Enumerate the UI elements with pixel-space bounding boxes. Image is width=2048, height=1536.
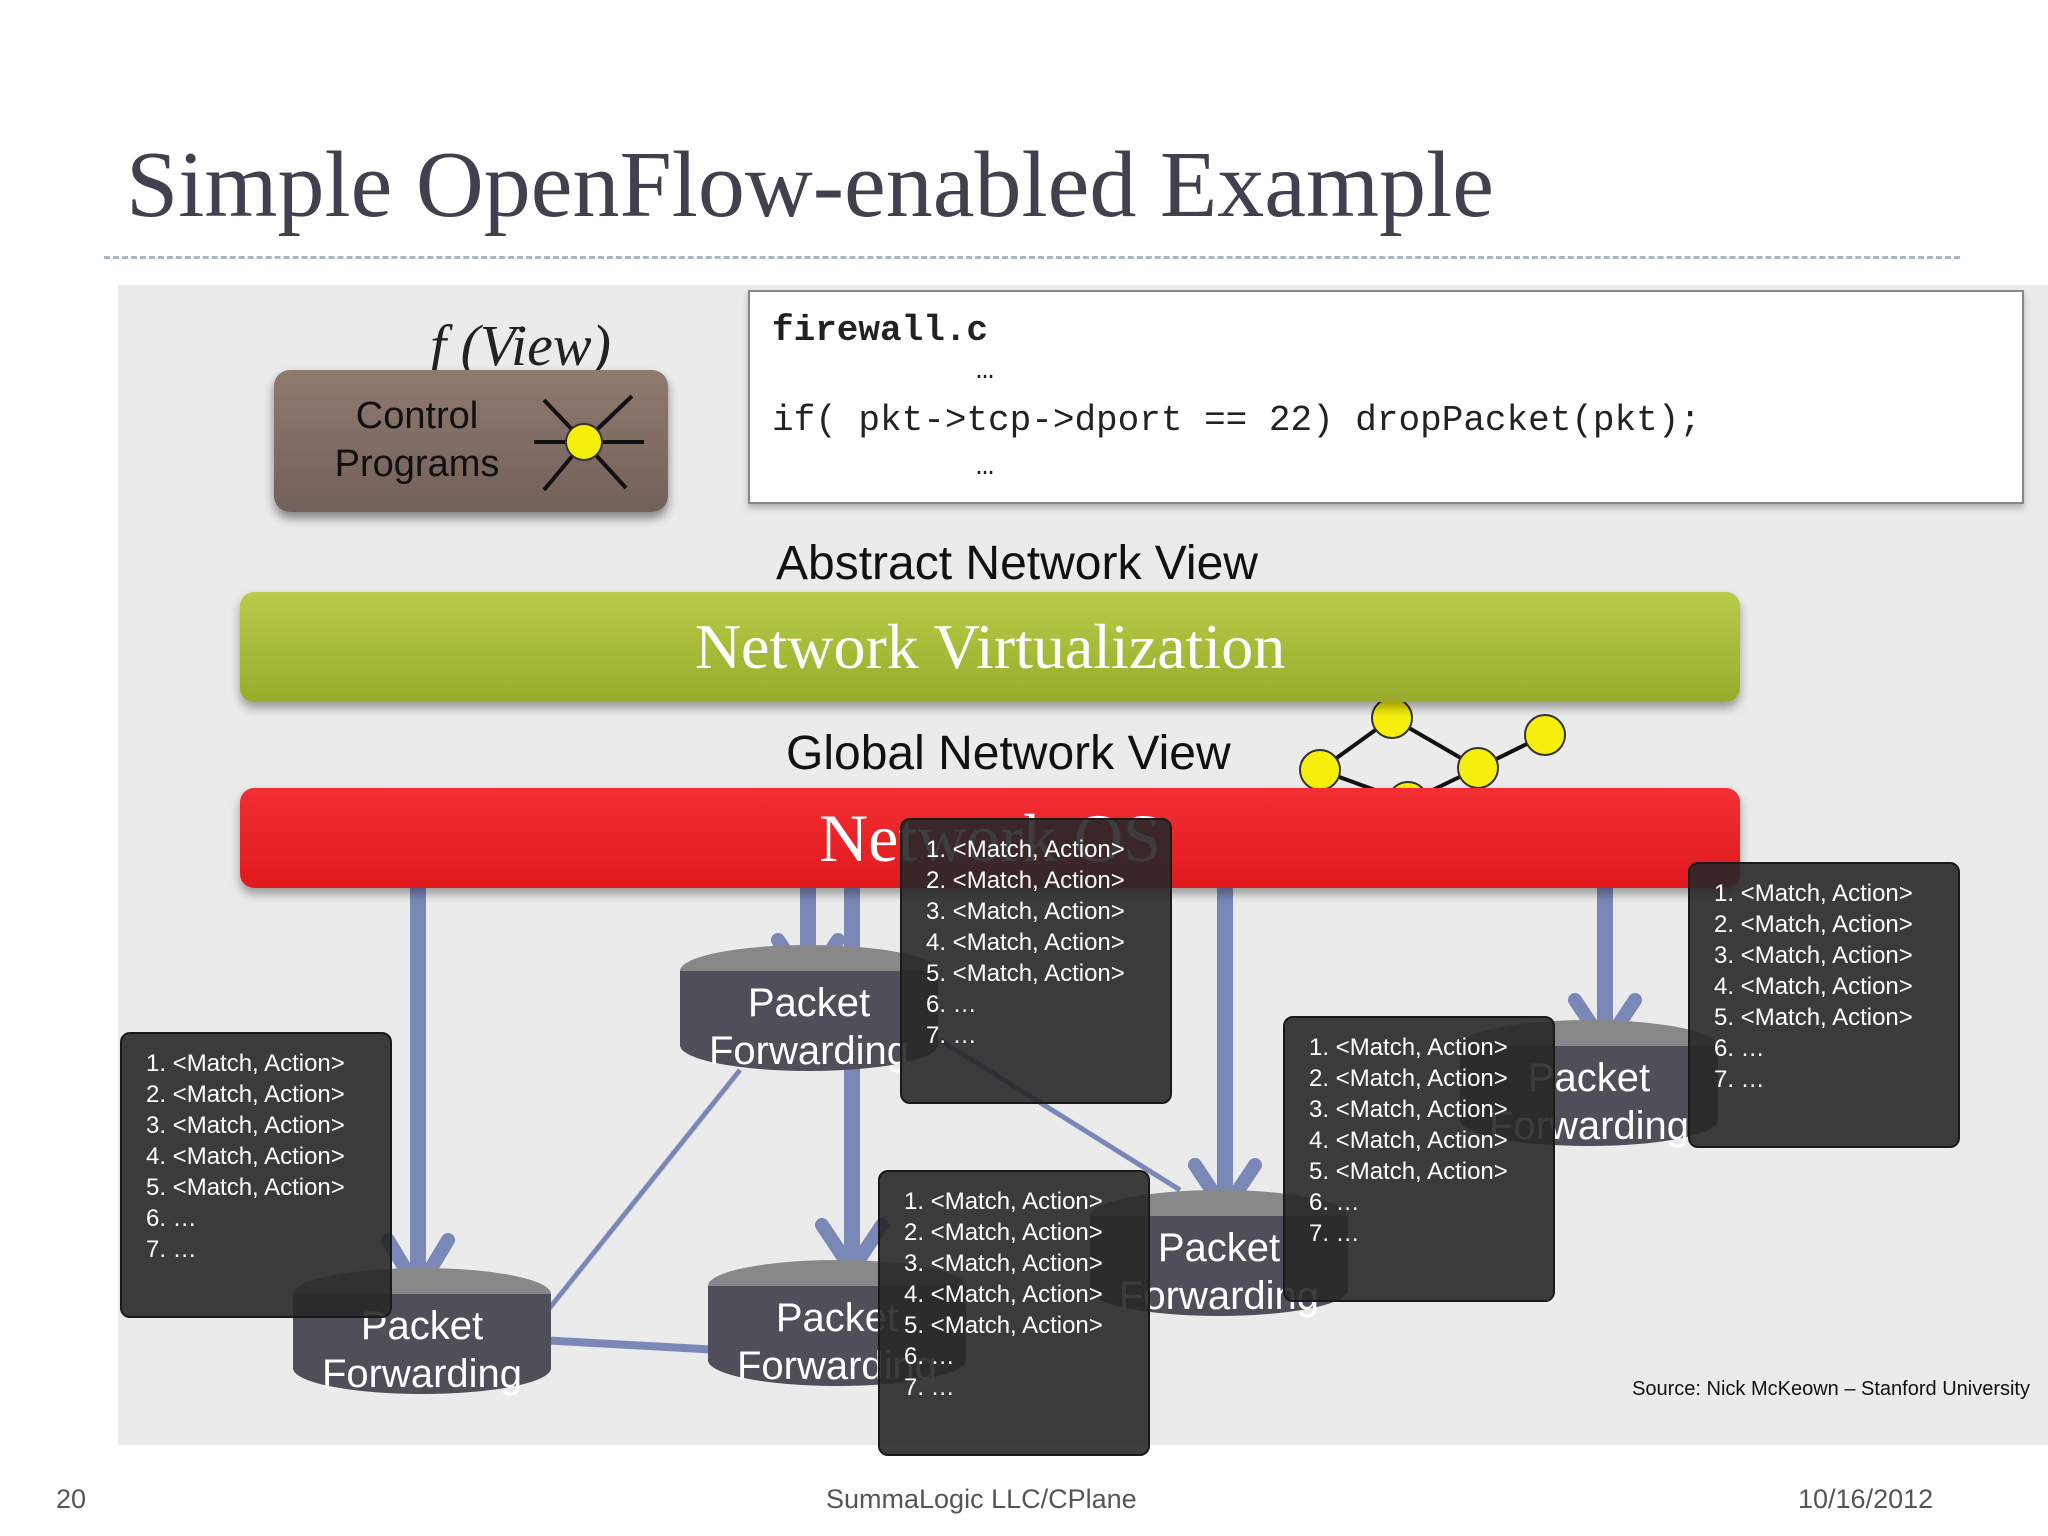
control-programs-box: Control Programs [274, 370, 668, 512]
footer-company: SummaLogic LLC/CPlane [826, 1484, 1137, 1514]
flow-table: 1. <Match, Action>2. <Match, Action> 3. … [900, 818, 1172, 1104]
title-divider [104, 256, 1960, 259]
network-virtualization-label: Network Virtualization [694, 611, 1286, 682]
source-credit: Source: Nick McKeown – Stanford Universi… [1632, 1378, 2030, 1400]
program-star-icon [534, 394, 644, 492]
code-ellipsis: … [976, 450, 995, 484]
graph-node [1457, 747, 1499, 789]
graph-node [1524, 714, 1566, 756]
slide-title: Simple OpenFlow-enabled Example [126, 133, 1494, 237]
global-network-view-label: Global Network View [786, 727, 1231, 780]
footer-date: 10/16/2012 [1798, 1484, 1934, 1514]
flow-table: 1. <Match, Action>2. <Match, Action> 3. … [1283, 1016, 1555, 1302]
function-of-view-label: f (View) [430, 313, 611, 378]
graph-node [1299, 749, 1341, 791]
code-line: if( pkt->tcp->dport == 22) dropPacket(pk… [772, 400, 1701, 441]
abstract-network-view-label: Abstract Network View [776, 537, 1258, 590]
code-ellipsis: … [976, 354, 995, 388]
network-virtualization-bar: Network Virtualization [240, 592, 1740, 702]
graph-node [1371, 697, 1413, 739]
flow-table: 1. <Match, Action>2. <Match, Action> 3. … [878, 1170, 1150, 1456]
flow-table: 1. <Match, Action>2. <Match, Action> 3. … [120, 1032, 392, 1318]
link-sw1-sw2 [539, 1336, 721, 1354]
control-programs-label: Control Programs [334, 395, 500, 485]
link-sw1-sw3 [538, 1068, 742, 1322]
code-filename: firewall.c [772, 310, 989, 351]
page-number: 20 [56, 1484, 87, 1514]
flow-table: 1. <Match, Action>2. <Match, Action> 3. … [1688, 862, 1960, 1148]
firewall-code-box: firewall.c … if( pkt->tcp->dport == 22) … [748, 290, 2024, 504]
